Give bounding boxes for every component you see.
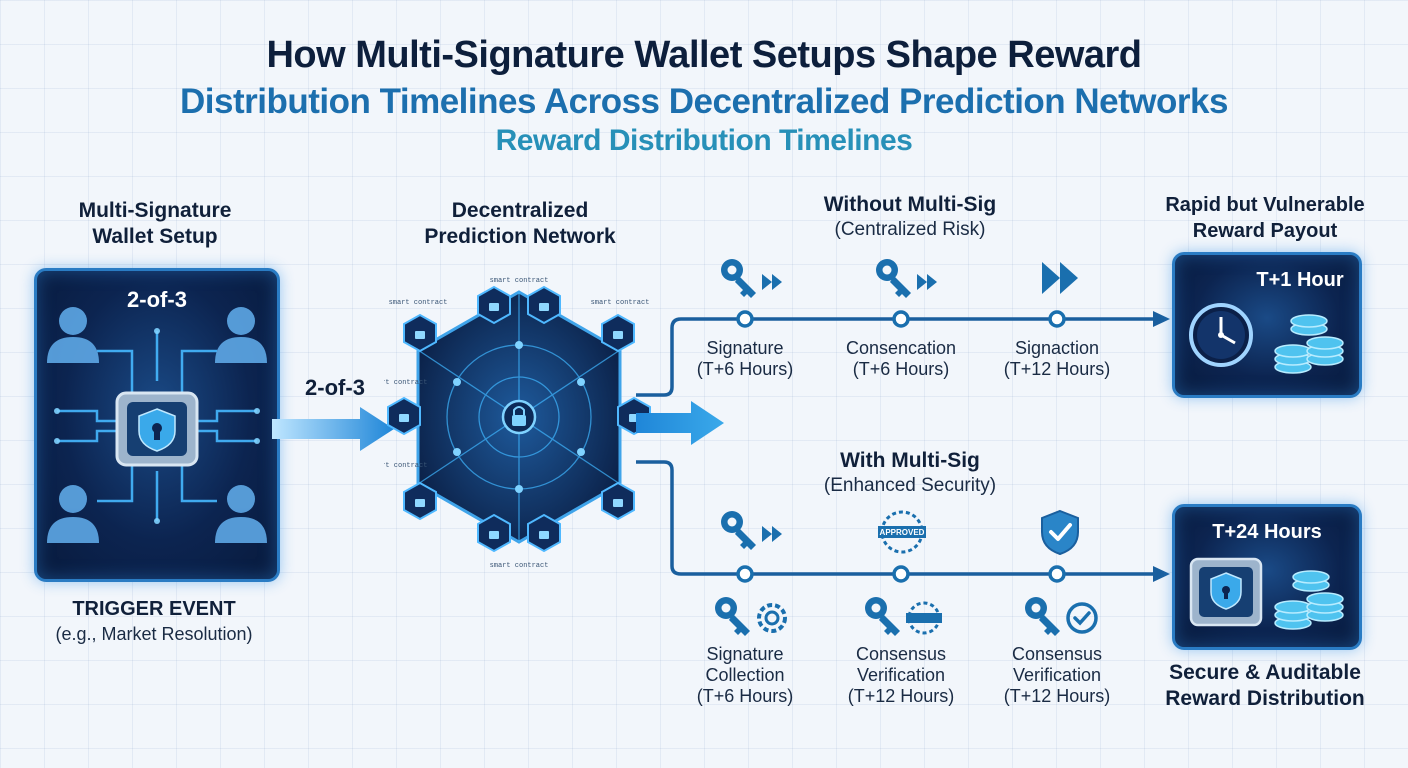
without-step-2-name: Consencation [845, 338, 957, 358]
coin-stack-icon [1274, 314, 1344, 374]
with-multisig-title: With Multi-Sig [840, 449, 980, 472]
without-step-1: Signature (T+6 Hours) [670, 338, 820, 380]
timeline-dot [1048, 565, 1066, 583]
without-step-2: Consencation (T+6 Hours) [826, 338, 976, 380]
with-step-2: Consensus Verification (T+12 Hours) [826, 644, 976, 707]
without-multisig-subtitle: (Centralized Risk) [834, 219, 986, 240]
trigger-event: TRIGGER EVENT (e.g., Market Resolution) [34, 598, 274, 645]
clock-coins-illustration [1189, 303, 1344, 374]
wallet-scheme-label: 2-of-3 [127, 287, 187, 312]
key-gear-icon [715, 597, 787, 636]
network-label-line-2: Prediction Network [424, 225, 616, 248]
with-step-2-line-2: Verification [856, 665, 946, 685]
network-output-arrow [636, 401, 724, 445]
without-step-3: Signaction (T+12 Hours) [982, 338, 1132, 380]
approved-stamp-icon: APPROVED [878, 510, 926, 554]
smart-contract-chip: smart contract [384, 462, 427, 470]
without-step-3-name: Signaction [1014, 338, 1100, 358]
without-step-1-time: (T+6 Hours) [696, 359, 794, 379]
with-step-1-time: (T+6 Hours) [696, 686, 794, 706]
title-line-2: Distribution Timelines Across Decentrali… [180, 82, 1228, 121]
with-step-3-time: (T+12 Hours) [1003, 686, 1111, 706]
trigger-event-title: TRIGGER EVENT [72, 598, 236, 620]
smart-contract-chip: smart contract [591, 299, 650, 307]
wallet-label: Multi-Signature Wallet Setup [40, 198, 270, 250]
title-line-1: How Multi-Signature Wallet Setups Shape … [266, 34, 1142, 76]
key-fast-forward-icon [876, 259, 937, 298]
rapid-payout-panel: T+1 Hour [1172, 252, 1362, 398]
fast-forward-icon [1042, 262, 1078, 294]
smart-contract-chip: smart contract [389, 299, 448, 307]
without-step-1-name: Signature [706, 338, 784, 358]
wallet-label-line-1: Multi-Signature [78, 199, 232, 222]
prediction-network-graphic: smart contract smart contract smart cont… [384, 277, 651, 570]
shield-check-icon [1041, 509, 1079, 556]
without-result-label: Rapid but Vulnerable Reward Payout [1140, 192, 1390, 244]
key-fast-forward-icon [721, 259, 782, 298]
secure-distribution-panel: T+24 Hours [1172, 504, 1362, 650]
approved-stamp-text: APPROVED [880, 528, 925, 537]
title-line-3: Reward Distribution Timelines [495, 124, 913, 157]
timeline-dot [892, 310, 910, 328]
safe-icon [1189, 557, 1263, 627]
with-result-label: Secure & Auditable Reward Distribution [1140, 660, 1390, 712]
wallet-panel: 2-of-3 [34, 268, 280, 582]
with-step-3-line-1: Consensus [1011, 644, 1103, 664]
with-result-line-1: Secure & Auditable [1169, 661, 1361, 684]
user-avatar-icon [47, 307, 267, 543]
timeline-dot [736, 310, 754, 328]
smart-contract-chip: smart contract [490, 562, 549, 570]
without-step-2-time: (T+6 Hours) [852, 359, 950, 379]
coin-stack-icon [1274, 570, 1344, 630]
with-multisig-heading: With Multi-Sig (Enhanced Security) [790, 448, 1030, 497]
with-multisig-subtitle: (Enhanced Security) [823, 475, 997, 496]
network-label: Decentralized Prediction Network [400, 198, 640, 250]
without-multisig-heading: Without Multi-Sig (Centralized Risk) [790, 192, 1030, 241]
with-step-2-time: (T+12 Hours) [847, 686, 955, 706]
with-step-3: Consensus Verification (T+12 Hours) [982, 644, 1132, 707]
with-step-2-line-1: Consensus [855, 644, 947, 664]
without-multisig-title: Without Multi-Sig [823, 193, 997, 216]
with-step-1-line-1: Signature [706, 644, 784, 664]
without-step-3-time: (T+12 Hours) [1003, 359, 1111, 379]
timeline-dot [736, 565, 754, 583]
timeline-dot [892, 565, 910, 583]
key-stamp-icon [865, 597, 942, 636]
smart-contract-chip: smart contract [490, 277, 549, 285]
without-result-line-2: Reward Payout [1192, 220, 1338, 242]
wallet-label-line-2: Wallet Setup [92, 225, 218, 248]
timeline-dot [1048, 310, 1066, 328]
secure-distribution-time: T+24 Hours [1212, 521, 1322, 543]
with-step-3-line-2: Verification [1012, 665, 1102, 685]
with-step-1-line-2: Collection [705, 665, 785, 685]
without-result-line-1: Rapid but Vulnerable [1165, 194, 1365, 216]
network-label-line-1: Decentralized [451, 199, 589, 222]
safe-coins-illustration [1189, 557, 1344, 630]
wallet-to-network-arrow [272, 407, 394, 451]
wallet-illustration [47, 307, 267, 543]
key-fast-forward-icon [721, 511, 782, 550]
with-step-1: Signature Collection (T+6 Hours) [670, 644, 820, 707]
rapid-payout-time: T+1 Hour [1256, 269, 1344, 291]
trigger-event-subtitle: (e.g., Market Resolution) [55, 624, 253, 644]
scheme-arrow-label: 2-of-3 [305, 375, 365, 400]
smart-contract-chip: smart contract [384, 379, 427, 387]
with-result-line-2: Reward Distribution [1165, 687, 1365, 710]
clock-icon [1189, 303, 1253, 367]
key-check-icon [1025, 597, 1098, 636]
